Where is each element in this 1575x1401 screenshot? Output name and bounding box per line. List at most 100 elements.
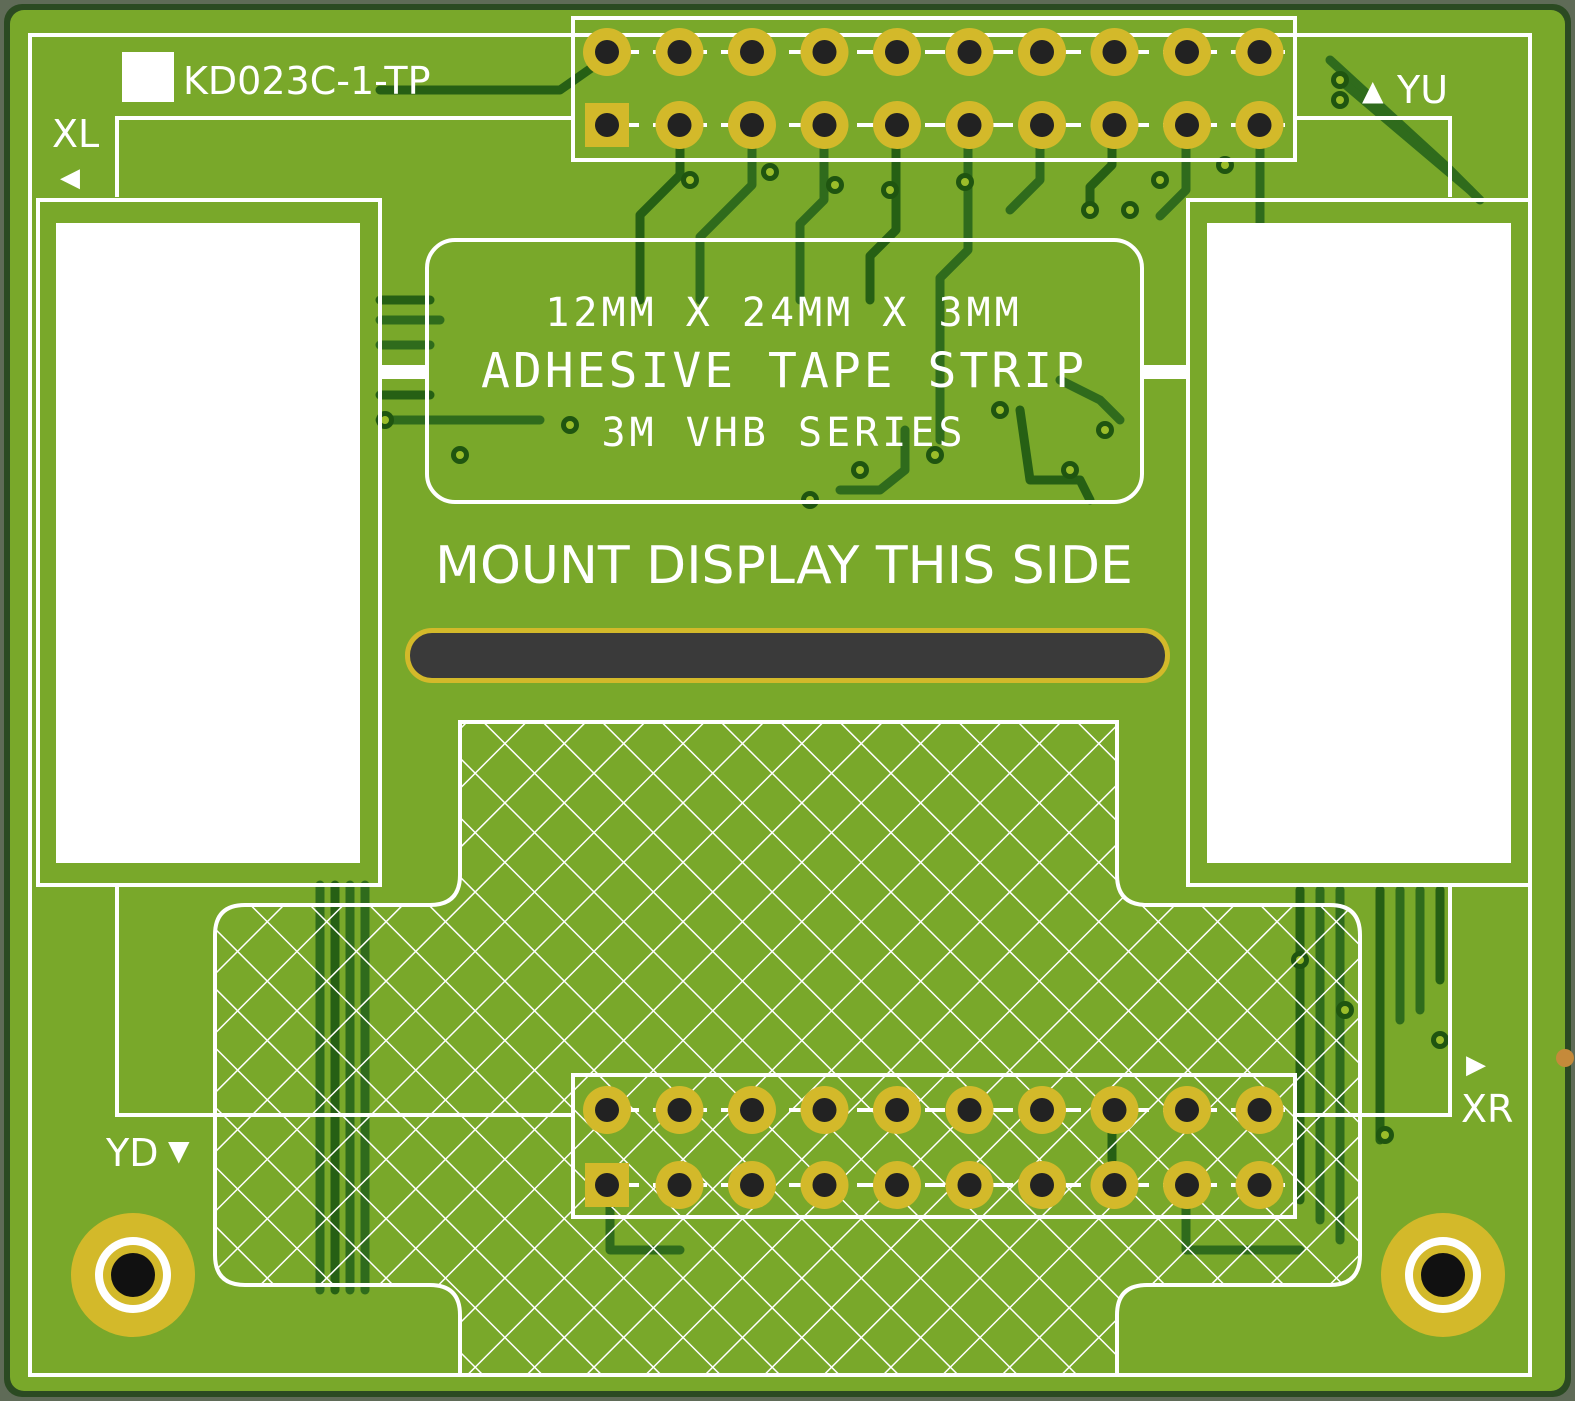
- arrow-xr-icon: ▶: [1466, 1050, 1486, 1080]
- header-pin-hole: [1247, 40, 1272, 64]
- part-number-box: [122, 52, 174, 102]
- label-xr: XR: [1461, 1087, 1513, 1131]
- tape-note-line2: ADHESIVE TAPE STRIP: [481, 343, 1087, 399]
- header-pin-hole: [1030, 40, 1054, 64]
- via-hole: [931, 451, 939, 459]
- header-pin-hole: [885, 40, 909, 64]
- via-hole: [381, 416, 389, 424]
- header-pin-hole: [667, 113, 692, 137]
- header-pin-hole: [667, 40, 692, 64]
- via-hole: [886, 186, 894, 194]
- header-pin-hole: [1175, 113, 1199, 137]
- via-hole: [1221, 161, 1229, 169]
- top-header-outline: [571, 16, 1297, 162]
- right-tape-pad: [1207, 223, 1511, 863]
- copper-trace: [1015, 405, 1095, 505]
- copper-trace: [835, 425, 910, 495]
- header-pin-hole: [812, 1098, 837, 1122]
- edge-marker: [1556, 1049, 1574, 1067]
- via-hole: [996, 406, 1004, 414]
- tape-note-box: [425, 238, 1144, 504]
- flex-slot-opening: [410, 633, 1165, 678]
- mount-display-note: MOUNT DISPLAY THIS SIDE: [435, 536, 1133, 596]
- left-tape-outline: [36, 198, 382, 887]
- header-pin-hole: [1030, 1173, 1054, 1197]
- header-pin-hole: [595, 1098, 619, 1122]
- header-pin-hole: [957, 113, 982, 137]
- header-pin-hole: [1175, 40, 1199, 64]
- header-pin-hole: [885, 1173, 909, 1197]
- right-tape-outline: [1186, 198, 1532, 887]
- header-pin-hole: [1030, 1098, 1054, 1122]
- via-hole: [1436, 1036, 1444, 1044]
- header-pin-hole: [1175, 1098, 1199, 1122]
- via-hole: [1101, 426, 1109, 434]
- header-pin-hole: [740, 113, 764, 137]
- header-pin-hole: [957, 1098, 982, 1122]
- tape-note-line1: 12MM X 24MM X 3MM: [545, 290, 1022, 336]
- bottom-header-outline: [571, 1073, 1297, 1219]
- arrow-yd-icon: ▼: [168, 1134, 190, 1167]
- part-number: KD023C-1-TP: [183, 59, 430, 103]
- header-pin-hole: [1247, 1173, 1272, 1197]
- via-hole: [1336, 76, 1344, 84]
- header-pin-hole: [1030, 113, 1054, 137]
- via-hole: [856, 466, 864, 474]
- header-pin-hole: [885, 1098, 909, 1122]
- copper-trace: [1055, 375, 1125, 425]
- via-hole: [1156, 176, 1164, 184]
- via-hole: [1126, 206, 1134, 214]
- header-pin-hole: [1247, 113, 1272, 137]
- header-pin-hole: [812, 1173, 837, 1197]
- bottom-pin-header: [583, 1086, 1285, 1209]
- header-pin-hole: [1102, 113, 1127, 137]
- silk-bracket-outline-right: [1293, 116, 1452, 197]
- via-hole: [686, 176, 694, 184]
- copper-trace: [795, 120, 829, 305]
- header-pin-hole: [740, 40, 764, 64]
- header-pin-hole: [1247, 1098, 1272, 1122]
- left-tape-tab: [380, 365, 428, 379]
- via-hole: [831, 181, 839, 189]
- left-tape-pad: [56, 223, 360, 863]
- header-pin-hole: [885, 113, 909, 137]
- top-pin-header: [583, 28, 1285, 149]
- copper-trace: [865, 120, 901, 305]
- header-pin-hole: [1102, 1098, 1127, 1122]
- header-pin-hole: [740, 1098, 764, 1122]
- header-pin-hole: [812, 113, 837, 137]
- via-hole: [1086, 206, 1094, 214]
- copper-trace: [635, 120, 685, 305]
- right-tape-tab: [1142, 365, 1188, 379]
- header-pin-hole: [812, 40, 837, 64]
- copper-trace: [695, 120, 757, 305]
- label-xl: XL: [52, 112, 99, 156]
- keepout-crosshatch: [213, 720, 1362, 1377]
- tape-note-line3: 3M VHB SERIES: [601, 410, 966, 456]
- mounting-hole-left: [71, 1213, 195, 1337]
- header-pin-hole: [740, 1173, 764, 1197]
- arrow-xl-icon: ◀: [60, 163, 80, 193]
- label-yu: YU: [1396, 68, 1448, 112]
- via-hole: [456, 451, 464, 459]
- via-hole: [1336, 96, 1344, 104]
- header-pin-hole: [1175, 1173, 1199, 1197]
- header-pin-hole: [957, 40, 982, 64]
- mounting-hole-right: [1381, 1213, 1505, 1337]
- header-pin-hole: [1102, 40, 1127, 64]
- via-hole: [1381, 1131, 1389, 1139]
- arrow-yu-icon: ▲: [1362, 74, 1384, 107]
- header-pin-hole: [595, 40, 619, 64]
- header-pin-hole: [595, 1173, 619, 1197]
- via-hole: [961, 178, 969, 186]
- via-hole: [1066, 466, 1074, 474]
- label-yd: YD: [105, 1131, 158, 1175]
- header-pin-hole: [957, 1173, 982, 1197]
- header-pin-hole: [667, 1173, 692, 1197]
- header-pin-hole: [1102, 1173, 1127, 1197]
- header-pin-hole: [595, 113, 619, 137]
- via-hole: [566, 421, 574, 429]
- silk-bracket-outline: [115, 116, 575, 197]
- header-pin-hole: [667, 1098, 692, 1122]
